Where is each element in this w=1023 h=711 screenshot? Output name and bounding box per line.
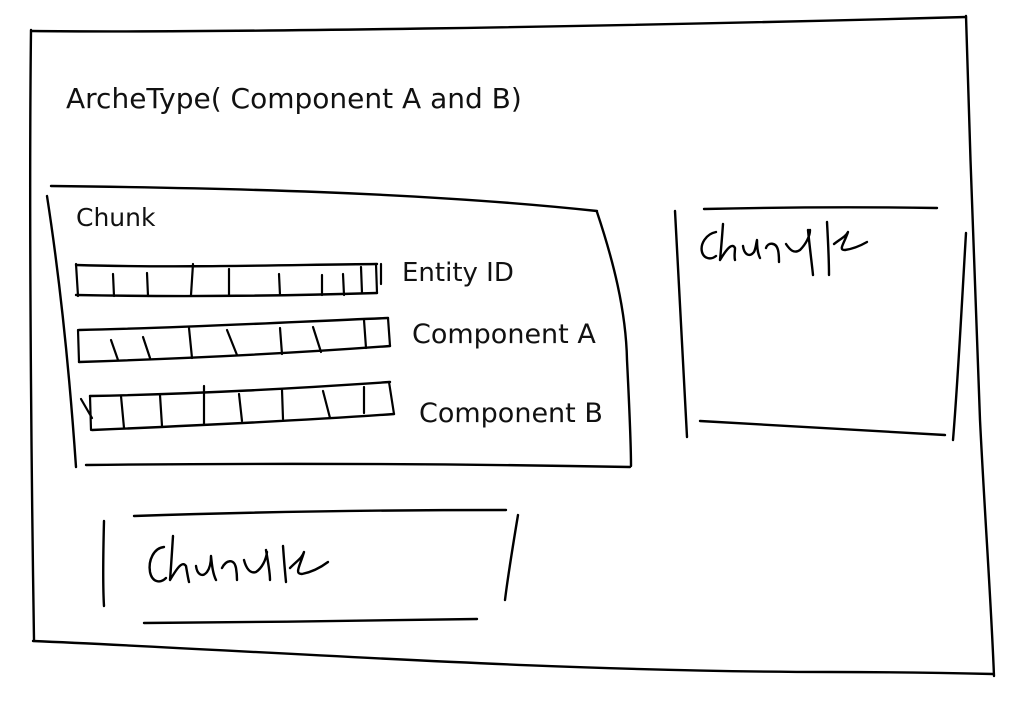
component-a-label: Component A (412, 319, 596, 350)
component-b-label: Component B (419, 398, 603, 429)
archetype-box (28, 14, 996, 678)
right-chunk-box (673, 206, 968, 442)
main-chunk-box (45, 184, 633, 469)
bottom-chunk-box (102, 508, 520, 625)
entity-id-label: Entity ID (402, 258, 514, 288)
entity-id-array (74, 262, 383, 298)
archetype-title: ArcheType( Component A and B) (66, 82, 522, 115)
component-a-array (76, 316, 392, 364)
component-b-array (79, 380, 396, 432)
bottom-chunk-handwriting (148, 534, 330, 584)
main-chunk-label: Chunk (76, 203, 156, 232)
right-chunk-handwriting (700, 220, 869, 277)
